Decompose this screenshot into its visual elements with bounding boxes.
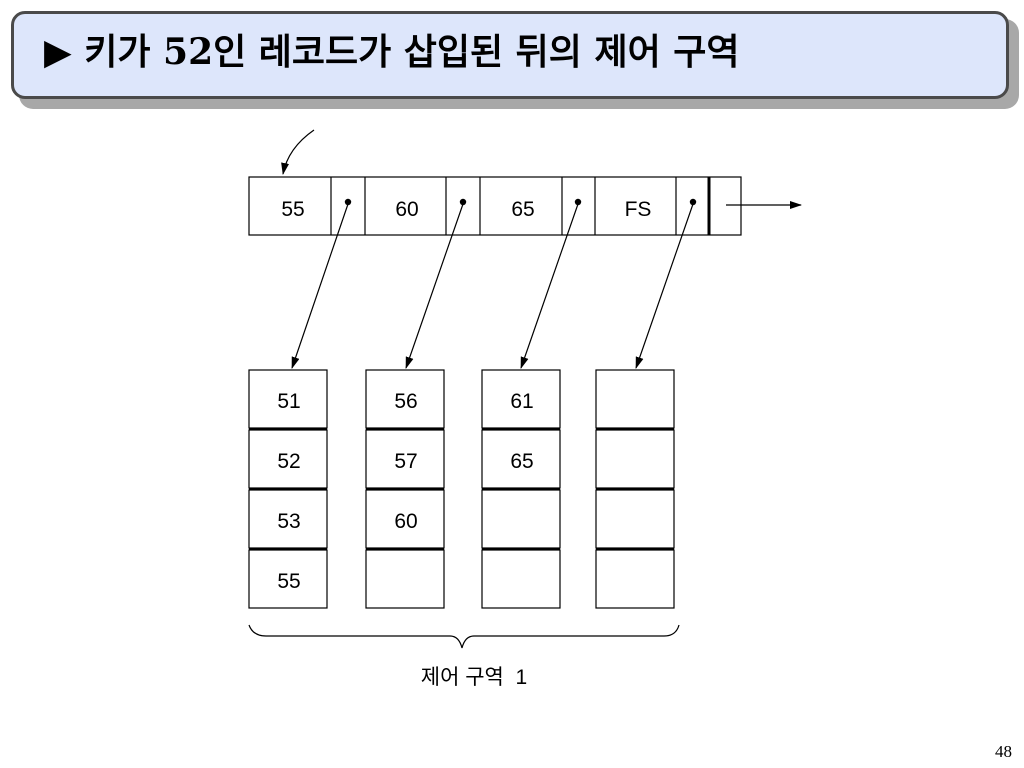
index-key: 60 [395, 198, 418, 221]
pointer-arrow [520, 203, 579, 369]
record-slot [248, 489, 328, 549]
record-slot [365, 429, 445, 489]
control-interval-label: 제어 구역 1 [421, 666, 527, 689]
record-slot [248, 429, 328, 489]
title-banner [11, 11, 1009, 99]
record-slot [481, 369, 561, 429]
play-triangle-icon: ▶ [44, 32, 72, 73]
record-key: 60 [394, 510, 417, 533]
data-block: 51 52 53 55 [248, 369, 328, 609]
record-key: 52 [277, 450, 300, 473]
record-key: 56 [394, 390, 417, 413]
pointer-arrow [405, 203, 464, 369]
incoming-curved-arrow [281, 129, 315, 175]
title-key-number: 52 [163, 31, 214, 73]
record-slot [595, 489, 675, 549]
record-key: 53 [277, 510, 300, 533]
record-slot [248, 369, 328, 429]
title-text-before: 키가 [84, 32, 164, 73]
pointer-arrow [291, 203, 349, 369]
slide-title: ▶ 키가 52인 레코드가 삽입된 뒤의 제어 구역 [44, 28, 739, 77]
index-key: FS [625, 198, 652, 221]
title-text-after: 인 레코드가 삽입된 뒤의 제어 구역 [213, 32, 740, 73]
pointer-dot [459, 198, 467, 206]
record-slot [481, 489, 561, 549]
index-key: 55 [281, 198, 304, 221]
index-key: 65 [511, 198, 534, 221]
record-key: 61 [510, 390, 533, 413]
record-slot [595, 369, 675, 429]
data-blocks: 51 52 53 55 56 57 60 61 65 [248, 369, 675, 609]
pointer-arrow [635, 203, 694, 369]
page-number: 48 [995, 742, 1012, 761]
data-block: 61 65 [481, 369, 561, 609]
record-slot [595, 549, 675, 609]
record-slot [365, 369, 445, 429]
record-slot [365, 549, 445, 609]
record-slot [481, 549, 561, 609]
record-key: 51 [277, 390, 300, 413]
data-block: 56 57 60 [365, 369, 445, 609]
pointer-dot [689, 198, 697, 206]
record-slot [595, 429, 675, 489]
data-block [595, 369, 675, 609]
record-key: 57 [394, 450, 417, 473]
record-key: 55 [277, 570, 300, 593]
record-slot [248, 549, 328, 609]
pointer-dot [344, 198, 352, 206]
pointer-dot [574, 198, 582, 206]
record-slot [365, 489, 445, 549]
index-record-frame [248, 176, 742, 236]
control-interval-brace [248, 624, 680, 649]
record-key: 65 [510, 450, 533, 473]
index-record: 55 60 65 FS [248, 176, 742, 236]
